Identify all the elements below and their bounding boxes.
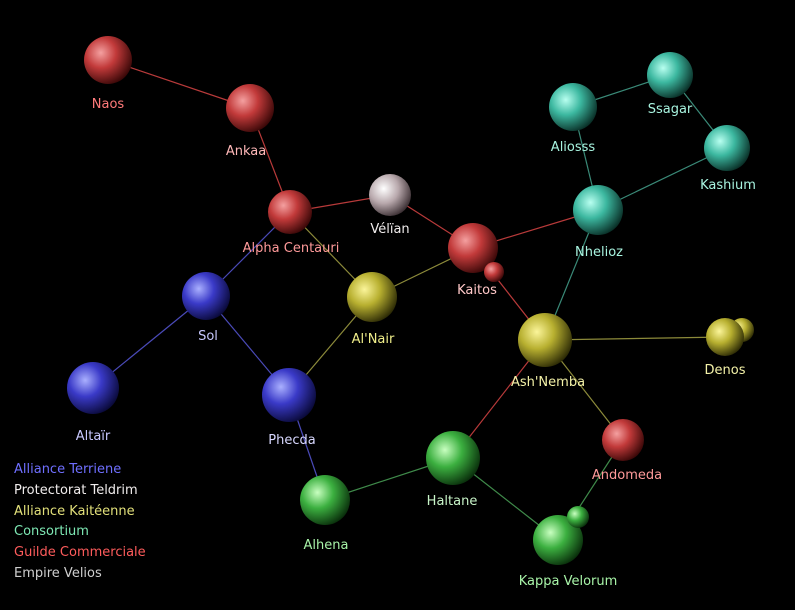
planet-label: Ankaa (226, 144, 266, 159)
teal-planet-icon (549, 83, 597, 131)
legend-item-guilde-commerciale: Guilde Commerciale (14, 545, 146, 561)
legend-item-consortium: Consortium (14, 524, 89, 540)
teal-planet-icon (647, 52, 693, 98)
legend-item-protectorat-teldrim: Protectorat Teldrim (14, 482, 138, 498)
moon-icon (484, 262, 504, 282)
legend-item-alliance-kaiteenne: Alliance Kaitéenne (14, 503, 135, 519)
red-planet-icon (226, 84, 274, 132)
planet-phecda[interactable]: Phecda (262, 368, 316, 448)
planet-label: Haltane (427, 494, 478, 509)
teal-planet-icon (704, 125, 750, 171)
planet-kappa-velorum[interactable]: Kappa Velorum (519, 506, 618, 589)
planet-alhena[interactable]: Alhena (300, 475, 350, 553)
planet-label: Aliosss (551, 140, 596, 155)
red-planet-icon (84, 36, 132, 84)
white-planet-icon (369, 174, 411, 216)
planet-kaitos[interactable]: Kaitos (448, 223, 504, 298)
planet-label: Alpha Centauri (243, 241, 340, 256)
planet-label: Kashium (700, 178, 756, 193)
planet-sol[interactable]: Sol (182, 272, 230, 344)
planet-label: Ash'Nemba (511, 375, 585, 390)
link-naos-ankaa (107, 59, 251, 109)
planet-label: Ssagar (648, 102, 693, 117)
red-planet-icon (448, 223, 498, 273)
planet-ssagar[interactable]: Ssagar (647, 52, 693, 117)
planet-label: Kaitos (457, 283, 497, 298)
planet-haltane[interactable]: Haltane (426, 431, 480, 509)
planet-label: Al'Nair (352, 332, 395, 347)
link-ashnemba-denos (544, 336, 726, 341)
planet-alnair[interactable]: Al'Nair (347, 272, 397, 347)
planet-nhelioz[interactable]: Nhelioz (573, 185, 623, 260)
moon-icon (567, 506, 589, 528)
blue-planet-icon (262, 368, 316, 422)
planet-aliosss[interactable]: Aliosss (549, 83, 597, 155)
blue-planet-icon (67, 362, 119, 414)
planet-kashium[interactable]: Kashium (700, 125, 756, 193)
teal-planet-icon (573, 185, 623, 235)
legend-item-empire-velios: Empire Velios (14, 565, 102, 581)
green-planet-icon (300, 475, 350, 525)
planet-andomeda[interactable]: Andomeda (592, 419, 662, 483)
planet-label: Nhelioz (575, 245, 623, 260)
planet-naos[interactable]: Naos (84, 36, 132, 112)
planet-velian[interactable]: Vélïan (369, 174, 411, 237)
planet-ankaa[interactable]: Ankaa (226, 84, 274, 159)
planet-label: Kappa Velorum (519, 574, 618, 589)
planets-layer: Naos Ankaa Alpha Centauri Vélïan Kaitos … (67, 36, 756, 589)
planet-label: Andomeda (592, 468, 662, 483)
blue-planet-icon (182, 272, 230, 320)
planet-alpha-centauri[interactable]: Alpha Centauri (243, 190, 340, 256)
yellow-planet-icon (347, 272, 397, 322)
planet-label: Naos (92, 97, 125, 112)
planet-label: Phecda (268, 433, 315, 448)
planet-altair[interactable]: Altaïr (67, 362, 119, 444)
planet-denos[interactable]: Denos (705, 318, 754, 378)
faction-legend: Alliance Terriene Protectorat Teldrim Al… (14, 460, 146, 585)
yellow-planet-icon (706, 318, 744, 356)
planet-ashnemba[interactable]: Ash'Nemba (511, 313, 585, 390)
legend-item-alliance-terriene: Alliance Terriene (14, 462, 122, 477)
green-planet-icon (426, 431, 480, 485)
planet-label: Vélïan (370, 222, 409, 237)
planet-label: Alhena (304, 538, 349, 553)
planet-label: Denos (705, 363, 746, 378)
yellow-planet-icon (518, 313, 572, 367)
green-planet-icon (533, 515, 583, 565)
planet-label: Sol (198, 329, 218, 344)
red-planet-icon (268, 190, 312, 234)
red-planet-icon (602, 419, 644, 461)
planet-label: Altaïr (76, 429, 111, 444)
